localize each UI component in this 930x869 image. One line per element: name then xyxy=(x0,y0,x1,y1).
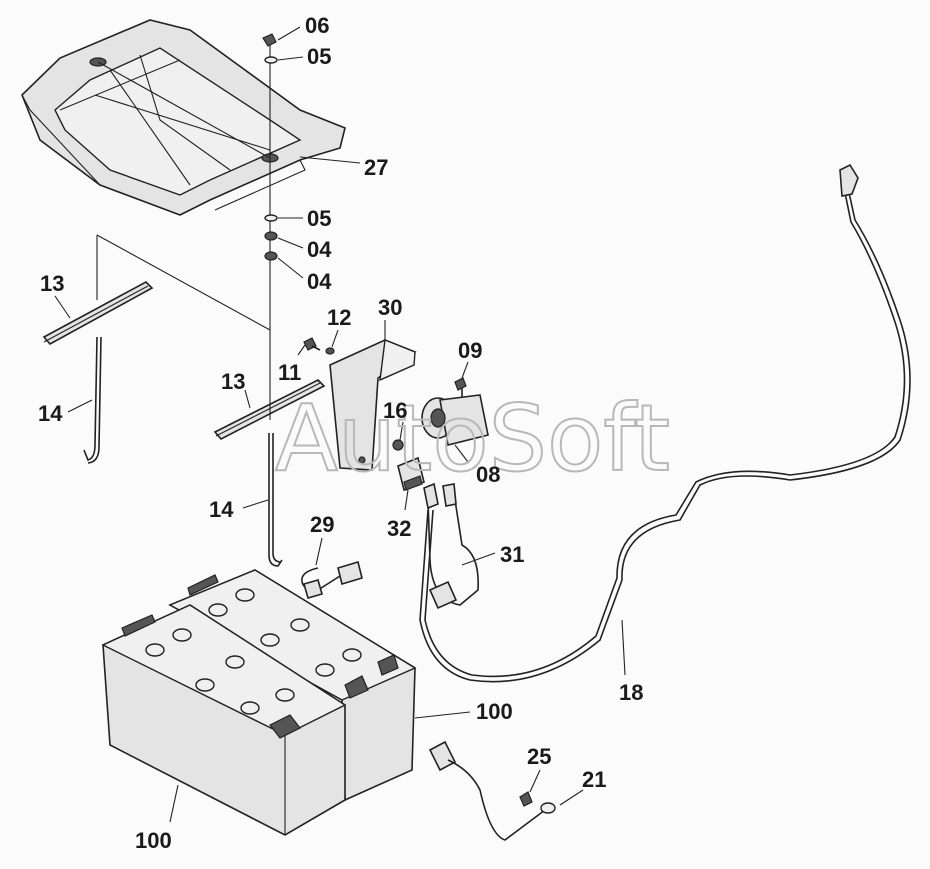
battery-caps xyxy=(145,588,399,739)
label-31: 31 xyxy=(500,542,524,567)
battery-cover-27 xyxy=(21,19,346,216)
fuse-32 xyxy=(397,456,425,492)
guide-line-left xyxy=(96,234,271,331)
label-21: 21 xyxy=(582,767,606,792)
label-08: 08 xyxy=(476,462,500,487)
label-29: 29 xyxy=(310,512,334,537)
label-04-upper: 04 xyxy=(307,237,332,262)
hook-14-left xyxy=(83,336,102,464)
bolt-11 xyxy=(303,337,321,351)
cable-18 xyxy=(419,163,911,683)
label-30: 30 xyxy=(378,295,402,320)
screw-16 xyxy=(392,439,404,451)
harness-31 xyxy=(423,482,479,610)
label-13-right: 13 xyxy=(221,369,245,394)
label-04-lower: 04 xyxy=(307,269,332,294)
label-05-lower: 05 xyxy=(307,206,331,231)
cable-21 xyxy=(428,740,556,841)
label-14-right: 14 xyxy=(209,497,234,522)
rod-13-left xyxy=(42,281,154,346)
label-14-left: 14 xyxy=(38,401,63,426)
label-13-left: 13 xyxy=(40,271,64,296)
label-11: 11 xyxy=(278,360,301,385)
label-05-top: 05 xyxy=(307,44,331,69)
label-18: 18 xyxy=(619,680,643,705)
hardware-stack xyxy=(262,33,278,330)
label-100-left: 100 xyxy=(135,828,172,853)
label-16: 16 xyxy=(383,398,407,423)
label-100-right: 100 xyxy=(476,699,513,724)
label-09: 09 xyxy=(458,338,482,363)
label-27: 27 xyxy=(364,155,388,180)
cable-29 xyxy=(301,560,363,599)
label-32: 32 xyxy=(387,516,411,541)
label-06: 06 xyxy=(305,13,329,38)
label-25: 25 xyxy=(527,744,551,769)
battery-100-front xyxy=(101,604,347,836)
switch-08 xyxy=(421,377,489,446)
washer-12 xyxy=(325,347,335,355)
watermark: AutoSoft xyxy=(275,385,670,492)
hook-14-right xyxy=(268,433,283,567)
label-12: 12 xyxy=(327,305,351,330)
leader-lines xyxy=(54,26,626,823)
